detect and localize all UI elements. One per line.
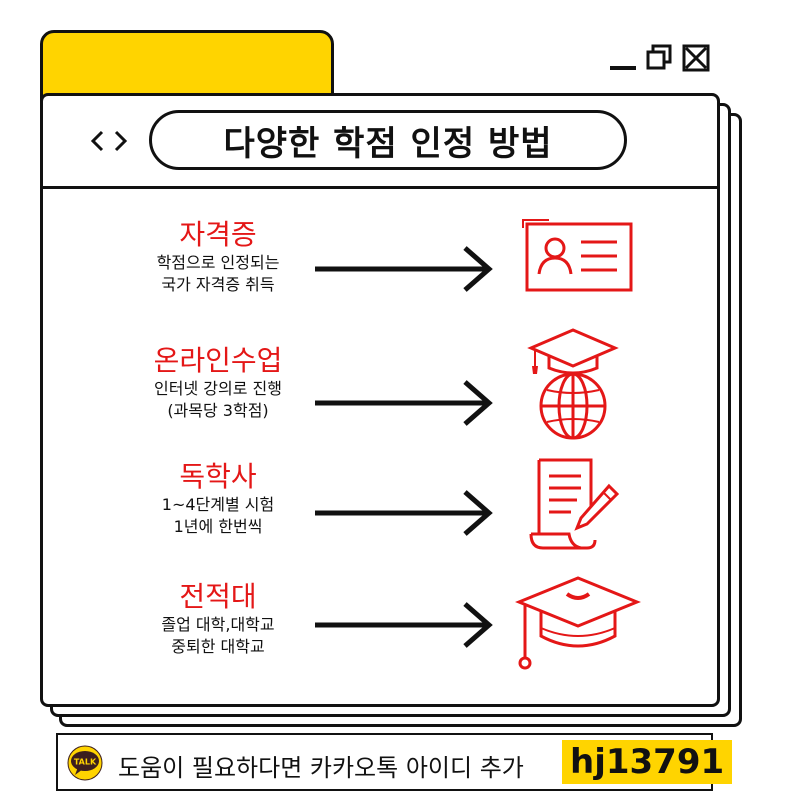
main-window: 다양한 학점 인정 방법 자격증 학점으로 인정되는 국가 자격증 취득 온라인… bbox=[40, 93, 720, 707]
item-label: 온라인수업 인터넷 강의로 진행 (과목당 3학점) bbox=[103, 344, 333, 422]
item-label: 자격증 학점으로 인정되는 국가 자격증 취득 bbox=[103, 218, 333, 296]
minimize-icon[interactable] bbox=[610, 66, 636, 70]
arrow-right-icon bbox=[315, 380, 493, 426]
arrow-right-icon bbox=[315, 490, 493, 536]
item-line2: 중퇴한 대학교 bbox=[171, 637, 265, 656]
id-card-icon bbox=[522, 219, 633, 292]
list-item: 독학사 1~4단계별 시험 1년에 한번씩 bbox=[43, 456, 723, 576]
item-line2: 국가 자격증 취득 bbox=[161, 275, 275, 294]
item-line1: 학점으로 인정되는 bbox=[156, 253, 280, 272]
list-item: 온라인수업 인터넷 강의로 진행 (과목당 3학점) bbox=[43, 328, 723, 454]
item-line1: 인터넷 강의로 진행 bbox=[154, 379, 282, 398]
window-controls bbox=[610, 44, 710, 72]
document-pen-icon bbox=[529, 458, 620, 550]
title-bar: 다양한 학점 인정 방법 bbox=[43, 96, 717, 189]
kakaotalk-icon: TALK bbox=[67, 745, 103, 781]
restore-icon[interactable] bbox=[646, 44, 672, 70]
item-line1: 1~4단계별 시험 bbox=[161, 495, 275, 514]
talk-badge-text: TALK bbox=[74, 758, 97, 767]
code-brackets-icon bbox=[90, 130, 128, 152]
item-line2: (과목당 3학점) bbox=[167, 401, 269, 420]
kakao-footer: TALK 도움이 필요하다면 카카오톡 아이디 추가 hj13791 bbox=[56, 733, 733, 791]
graduation-globe-icon bbox=[527, 328, 619, 440]
arrow-right-icon bbox=[315, 602, 493, 648]
list-item: 자격증 학점으로 인정되는 국가 자격증 취득 bbox=[43, 208, 723, 328]
item-label: 전적대 졸업 대학,대학교 중퇴한 대학교 bbox=[103, 580, 333, 658]
graduation-cap-icon bbox=[515, 576, 641, 670]
item-heading: 독학사 bbox=[179, 460, 257, 493]
arrow-right-icon bbox=[315, 246, 493, 292]
close-icon[interactable] bbox=[682, 44, 710, 72]
list-item: 전적대 졸업 대학,대학교 중퇴한 대학교 bbox=[43, 576, 723, 696]
kakao-id[interactable]: hj13791 bbox=[562, 740, 733, 784]
title-pill: 다양한 학점 인정 방법 bbox=[149, 110, 627, 170]
item-label: 독학사 1~4단계별 시험 1년에 한번씩 bbox=[103, 460, 333, 538]
page-title: 다양한 학점 인정 방법 bbox=[223, 123, 553, 164]
item-heading: 온라인수업 bbox=[153, 344, 283, 377]
item-line2: 1년에 한번씩 bbox=[173, 517, 263, 536]
item-heading: 자격증 bbox=[179, 218, 257, 251]
item-line1: 졸업 대학,대학교 bbox=[161, 615, 275, 634]
footer-text: 도움이 필요하다면 카카오톡 아이디 추가 bbox=[118, 754, 524, 782]
item-heading: 전적대 bbox=[179, 580, 257, 613]
